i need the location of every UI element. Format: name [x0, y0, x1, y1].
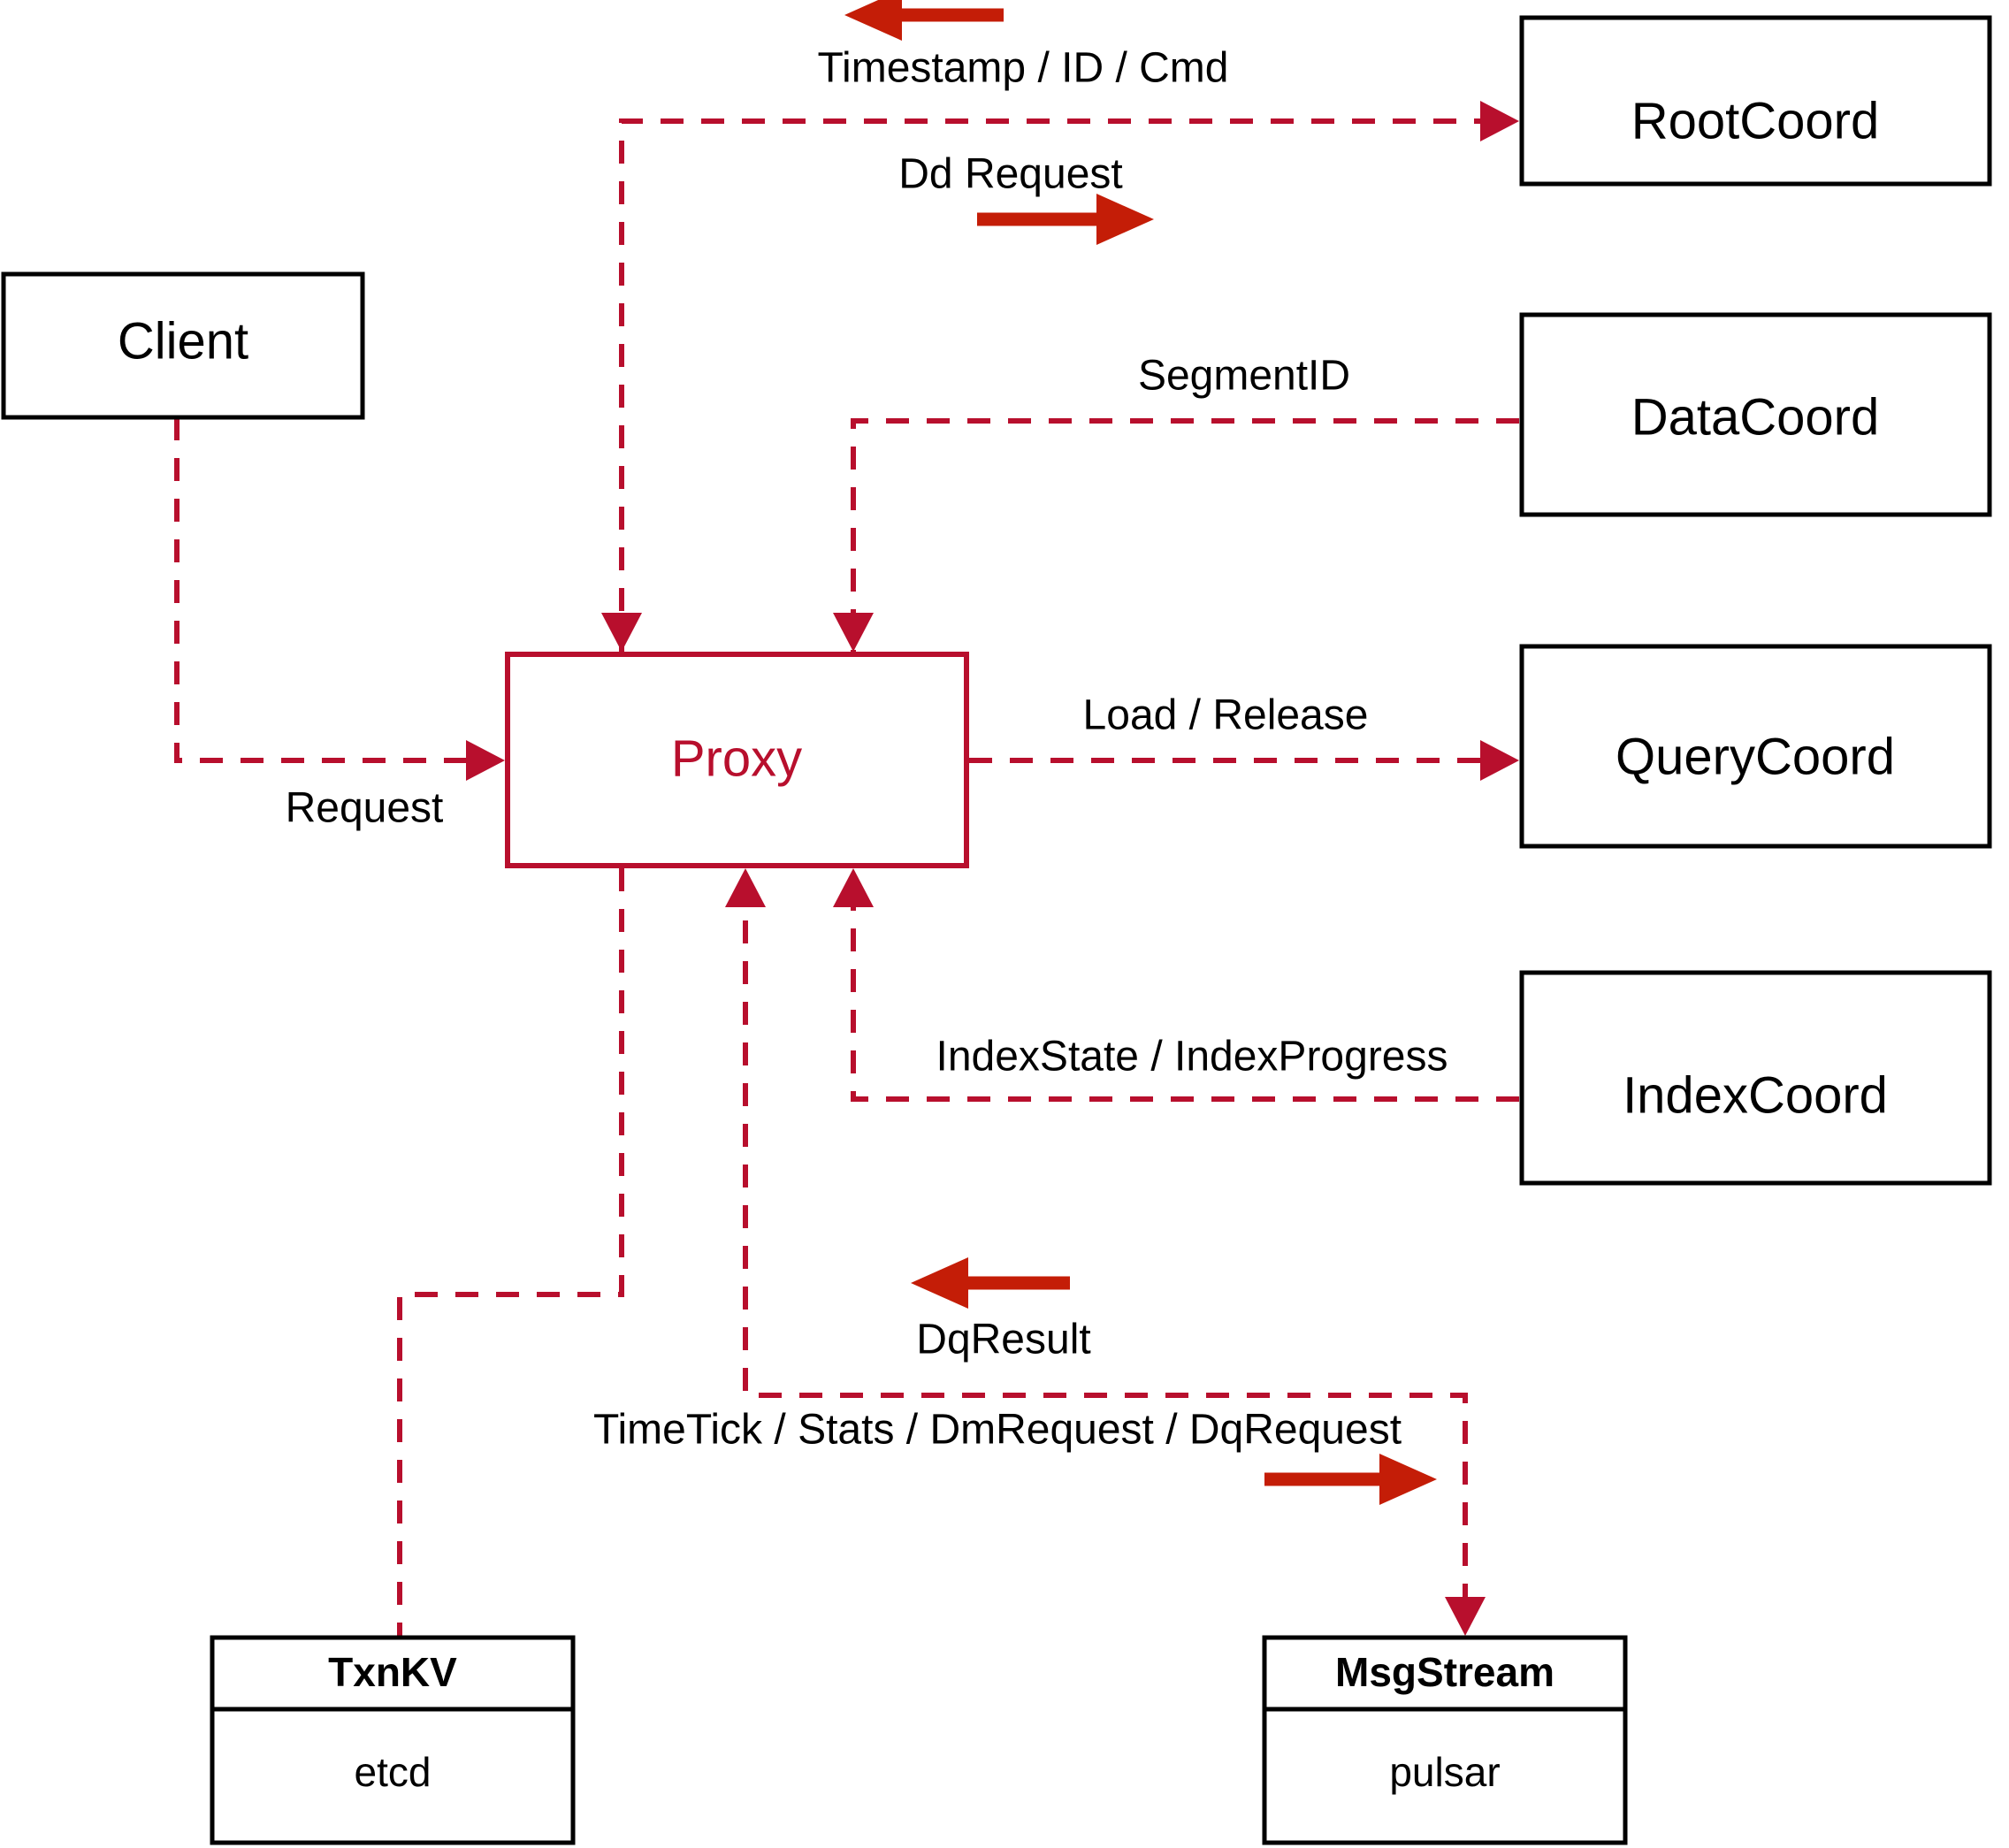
edge-line-request	[174, 417, 495, 763]
edge-arrowhead-proxy-top-left	[601, 613, 642, 652]
edge-label-request: Request	[286, 785, 444, 832]
edge-label-timetick-stats: TimeTick / Stats / DmRequest / DqRequest	[593, 1407, 1402, 1454]
edge-arrowhead-msgstream	[1445, 1597, 1486, 1636]
node-rootcoord-box[interactable]	[1519, 15, 1992, 187]
node-querycoord-label: QueryCoord	[1616, 728, 1895, 785]
edge-line-rootcoord	[619, 118, 1508, 652]
solid-arrow-head-timetick	[1379, 1454, 1437, 1505]
node-querycoord-box[interactable]	[1519, 644, 1992, 849]
node-client-label: Client	[118, 312, 248, 370]
node-msgstream-label: MsgStream	[1335, 1649, 1554, 1695]
edge-label-timestamp-id-cmd: Timestamp / ID / Cmd	[818, 45, 1229, 92]
node-datacoord-box[interactable]	[1519, 312, 1992, 517]
edge-line-txnkv	[397, 868, 624, 1636]
node-msgstream-box[interactable]	[1262, 1635, 1628, 1845]
node-indexcoord-box[interactable]	[1519, 970, 1992, 1186]
node-msgstream-implementation: pulsar	[1389, 1749, 1500, 1795]
node-datacoord-label: DataCoord	[1631, 388, 1879, 446]
node-txnkv-box[interactable]	[210, 1635, 576, 1845]
edge-arrowhead-rootcoord	[1480, 101, 1519, 141]
node-indexcoord-label: IndexCoord	[1623, 1066, 1888, 1124]
node-rootcoord-label: RootCoord	[1631, 92, 1879, 149]
node-proxy-label: Proxy	[671, 729, 802, 787]
edge-label-segmentid: SegmentID	[1138, 353, 1350, 400]
node-proxy-box[interactable]	[505, 652, 969, 868]
solid-arrow-head-dd-request	[1096, 194, 1154, 245]
edge-label-dqresult: DqResult	[916, 1317, 1090, 1363]
node-txnkv-implementation: etcd	[355, 1749, 432, 1795]
edge-line-segmentid	[851, 418, 1519, 652]
solid-arrow-head-dqresult	[911, 1257, 968, 1309]
edge-arrowhead-proxy-bottom-center	[725, 868, 766, 907]
edge-arrowhead-querycoord	[1480, 740, 1519, 781]
edge-line-indexstate	[851, 880, 1519, 1102]
node-txnkv-label: TxnKV	[328, 1649, 457, 1695]
edge-label-load-release: Load / Release	[1083, 692, 1369, 739]
edge-arrowhead-proxy-bottom-right	[833, 868, 874, 907]
edge-label-indexstate: IndexState / IndexProgress	[936, 1034, 1448, 1081]
edge-line-msgstream	[743, 880, 1468, 1625]
solid-arrow-head-timestamp	[844, 0, 902, 41]
edge-label-dd-request: Dd Request	[898, 151, 1122, 198]
node-client-box[interactable]	[1, 271, 365, 420]
edge-arrowhead-proxy-top-right	[833, 613, 874, 652]
edge-arrowhead-request	[466, 740, 505, 781]
